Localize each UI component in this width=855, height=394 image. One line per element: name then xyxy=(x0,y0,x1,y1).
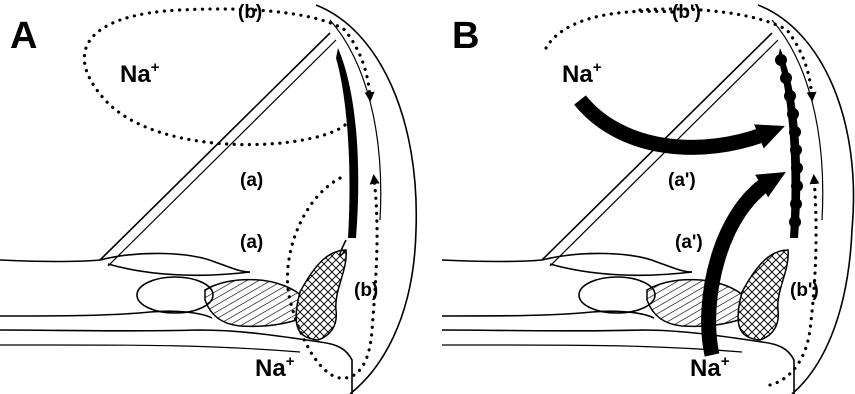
panel-b-tectorial-membrane xyxy=(550,264,692,275)
panel-a-ion-top: Na+ xyxy=(120,59,160,88)
panel-a: A (b) (a) (a) (b) Na+ xyxy=(0,2,416,394)
panel-b-label-lower-mid: (a') xyxy=(675,232,703,253)
panel-a-outer-wall xyxy=(316,5,416,394)
panel-b-outer-sulcus-cells xyxy=(738,250,788,340)
panel-b-spiral-lamina xyxy=(442,311,654,318)
panel-b-basilar-membrane xyxy=(442,330,794,394)
panel-b-letter: B xyxy=(452,15,479,57)
panel-b-label-upper-mid: (a') xyxy=(668,170,696,191)
panel-b: B (b') (a') (a') (b') Na+ xyxy=(442,2,854,394)
panel-b-outer-wall xyxy=(758,5,854,394)
panel-a-ligament-line xyxy=(0,345,300,352)
panel-a-label-lower-mid: (a) xyxy=(240,232,263,253)
panel-a-inner-sulcus xyxy=(137,277,213,313)
panel-a-label-upper-mid: (a) xyxy=(240,170,263,191)
panel-b-ion-bottom: Na+ xyxy=(690,353,730,382)
panel-b-inner-sulcus xyxy=(579,277,655,313)
panel-a-ion-bottom: Na+ xyxy=(255,353,295,382)
panel-a-basilar-membrane xyxy=(0,330,352,394)
panel-a-limbus xyxy=(0,253,250,272)
panel-a-letter: A xyxy=(10,15,37,57)
panel-a-outer-sulcus-cells xyxy=(296,250,346,340)
panel-a-stria-vascularis xyxy=(336,48,358,238)
panel-b-ion-top: Na+ xyxy=(562,59,602,88)
panel-b-label-top: (b') xyxy=(672,2,701,23)
panel-b-limbus xyxy=(442,253,692,272)
panel-a-spiral-lamina xyxy=(0,311,212,318)
panel-a-label-right: (b) xyxy=(354,280,378,301)
panel-a-label-top: (b) xyxy=(238,2,262,23)
panel-b-na-flux-arrow-upper xyxy=(580,100,770,147)
panel-a-tectorial-membrane xyxy=(108,264,250,275)
panel-b-label-right: (b') xyxy=(790,280,819,301)
panel-b-ligament-line xyxy=(442,345,742,352)
